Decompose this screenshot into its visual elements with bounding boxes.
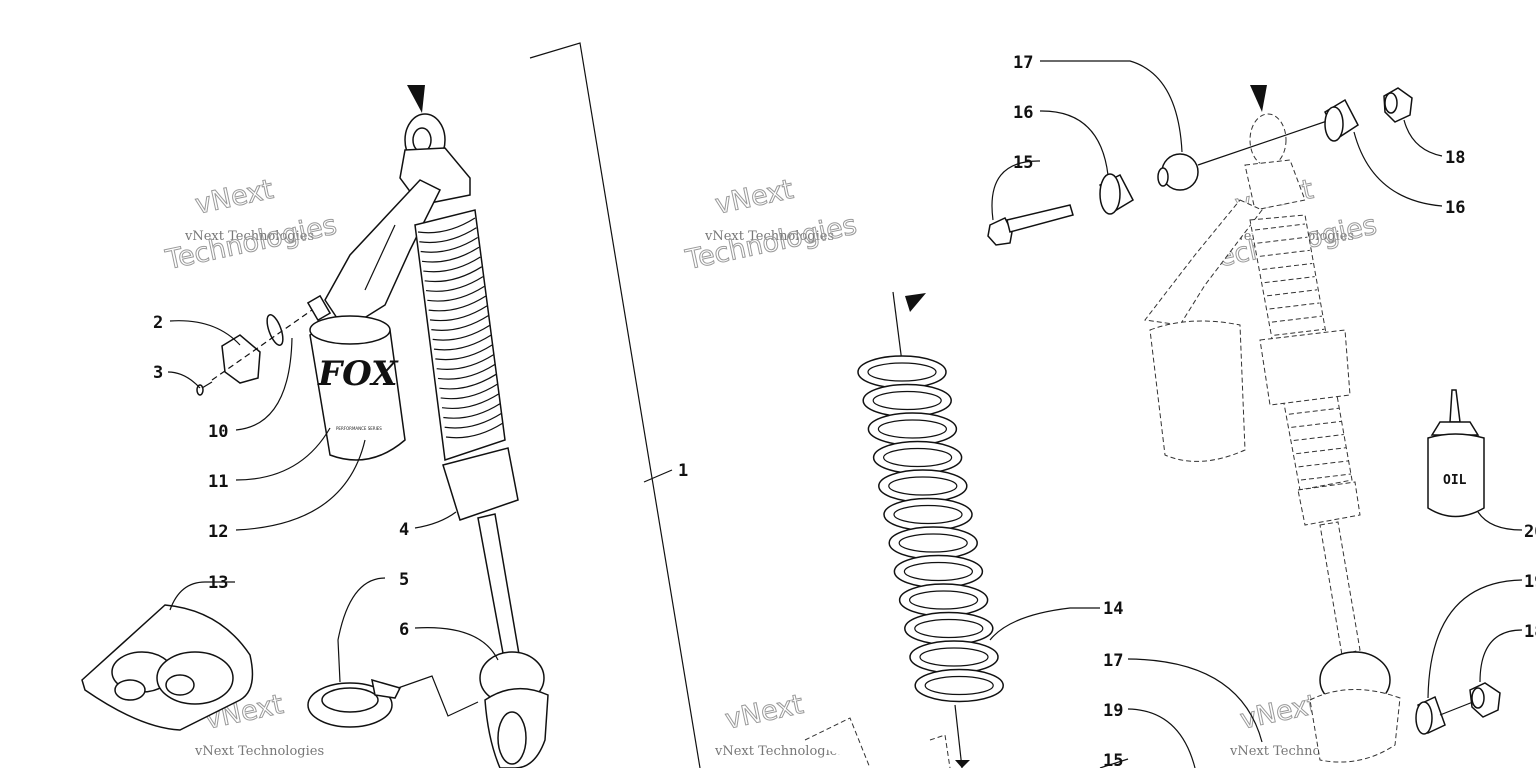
callout-16-left: 16 [1013,103,1033,123]
oil-bottle: OIL [1427,389,1485,518]
callout-11: 11 [208,472,228,492]
callout-13: 13 [208,573,228,593]
svg-text:vNext: vNext [722,689,806,736]
spherical-bearing [1157,153,1199,191]
svg-text:Technologies: Technologies [682,210,859,277]
screw [196,381,213,396]
bushing-left [1099,173,1134,215]
coil-spring [857,291,1004,768]
callout-5: 5 [399,570,409,590]
assembly-bracket [529,42,701,768]
svg-text:vNext Technologies: vNext Technologies [184,229,314,244]
callout-19-left: 19 [1103,701,1123,721]
callout-3: 3 [153,363,163,383]
svg-text:vNext Technologies: vNext Technologies [194,744,324,759]
callout-20: 20 [1524,522,1536,542]
svg-text:vNext Technologies: vNext Technologies [704,229,834,244]
nut-top [1383,87,1413,123]
spring-retainer [307,678,402,728]
oil-label: OIL [1443,473,1467,488]
callout-12: 12 [208,522,228,542]
callout-4: 4 [399,520,409,540]
body-ribs [417,217,504,439]
callout-16-right: 16 [1445,198,1465,218]
performance-series-text: PERFORMANCE SERIES [336,426,382,431]
ghost-shock [1144,85,1401,763]
callout-numbers: 2 3 10 11 12 13 4 5 6 7 1 14 17 16 15 18… [153,53,1536,768]
callout-2: 2 [153,313,163,333]
svg-text:vNext: vNext [712,174,796,221]
arrow-marker-right [1250,85,1267,112]
svg-text:vNext Technologies: vNext Technologies [714,744,844,759]
bushing-lower [1415,695,1446,735]
arrow-marker-spring [905,293,926,312]
bump-collar [442,447,519,521]
arrow-marker-left [407,85,425,113]
shaft [477,513,521,665]
callout-14: 14 [1103,599,1123,619]
bolt [987,204,1074,246]
svg-text:vNext: vNext [192,174,276,221]
watermark-5: vNext vNext Technologies [714,688,844,759]
seal-kit-bag [81,604,254,731]
callout-19-right: 19 [1524,572,1536,592]
callout-10: 10 [208,422,228,442]
lower-mount-ghost [804,717,951,768]
washer [266,314,284,346]
callout-17-top: 17 [1013,53,1033,73]
callout-1: 1 [678,461,688,481]
callout-17-bottom: 17 [1103,651,1123,671]
shock-assembly: FOX PERFORMANCE SERIES [306,85,549,768]
svg-text:Technologies: Technologies [162,210,339,277]
shock-body [414,209,506,462]
bushing-right [1324,98,1359,142]
watermark-2: vNext vNext Technologies Technologies [682,173,860,277]
callout-6: 6 [399,620,409,640]
watermark-1: vNext vNext Technologies Technologies [162,173,340,277]
callout-18-top: 18 [1445,148,1465,168]
fox-logo: FOX [317,354,399,394]
leader-lines [167,60,1523,768]
callout-15-top: 15 [1013,153,1033,173]
nut-lower [1469,682,1501,718]
callout-18-bottom: 18 [1524,622,1536,642]
callout-15-bottom: 15 [1103,751,1123,768]
